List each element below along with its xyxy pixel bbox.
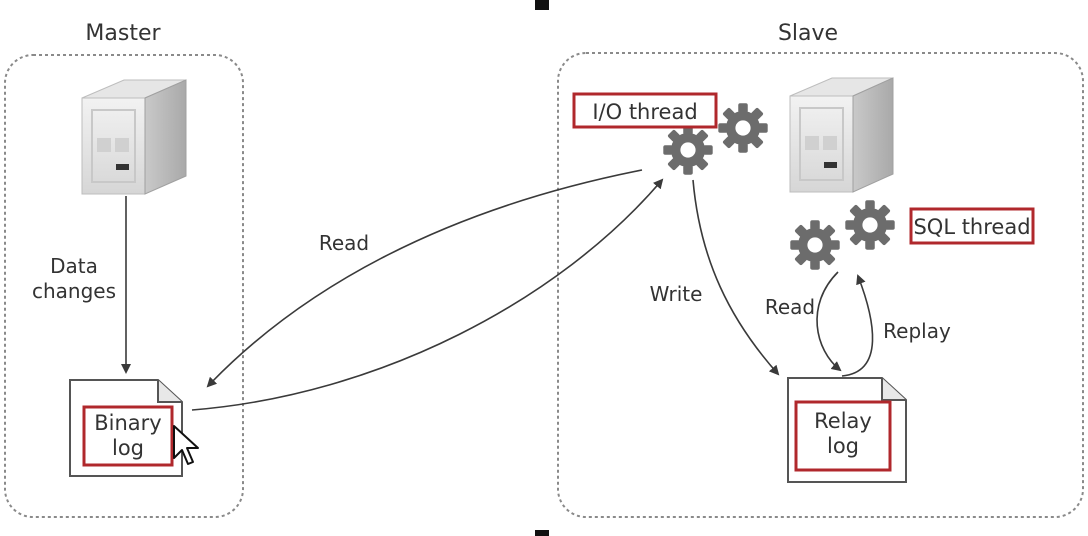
relay-log-document: Relay log [787, 377, 907, 483]
relay-read-label: Read [765, 295, 815, 319]
top-mark [535, 0, 549, 10]
replay-label: Replay [883, 319, 951, 343]
relay-log-line2: log [827, 434, 859, 458]
sql-thread-text: SQL thread [913, 215, 1030, 239]
mouse-cursor-icon [173, 425, 199, 465]
master-title: Master [85, 21, 161, 46]
data-changes-label-line1: Data [50, 254, 98, 278]
relay-read-arrow [816, 271, 842, 372]
gear-icon [718, 103, 768, 153]
write-arrow [692, 179, 780, 376]
gear-icon [790, 220, 840, 270]
slave-server-icon [789, 77, 894, 193]
gear-icon [845, 200, 895, 250]
io-thread-label: I/O thread [572, 92, 718, 129]
binary-log-line1: Binary [94, 411, 161, 435]
sql-thread-label: SQL thread [909, 207, 1035, 245]
gear-icon [663, 125, 713, 175]
replay-arrow [841, 274, 874, 377]
slave-title: Slave [778, 21, 838, 46]
relay-log-line1: Relay [814, 409, 872, 433]
bottom-mark [535, 530, 549, 536]
master-server-icon [81, 79, 187, 195]
read-label: Read [319, 231, 369, 255]
binary-log-line2: log [112, 436, 144, 460]
io-thread-text: I/O thread [592, 100, 697, 124]
read-response-arrow [191, 178, 664, 411]
read-request-arrow [206, 169, 643, 388]
data-changes-label-line2: changes [32, 279, 116, 303]
write-label: Write [650, 282, 703, 306]
binary-log-document: Binary log [69, 379, 183, 477]
